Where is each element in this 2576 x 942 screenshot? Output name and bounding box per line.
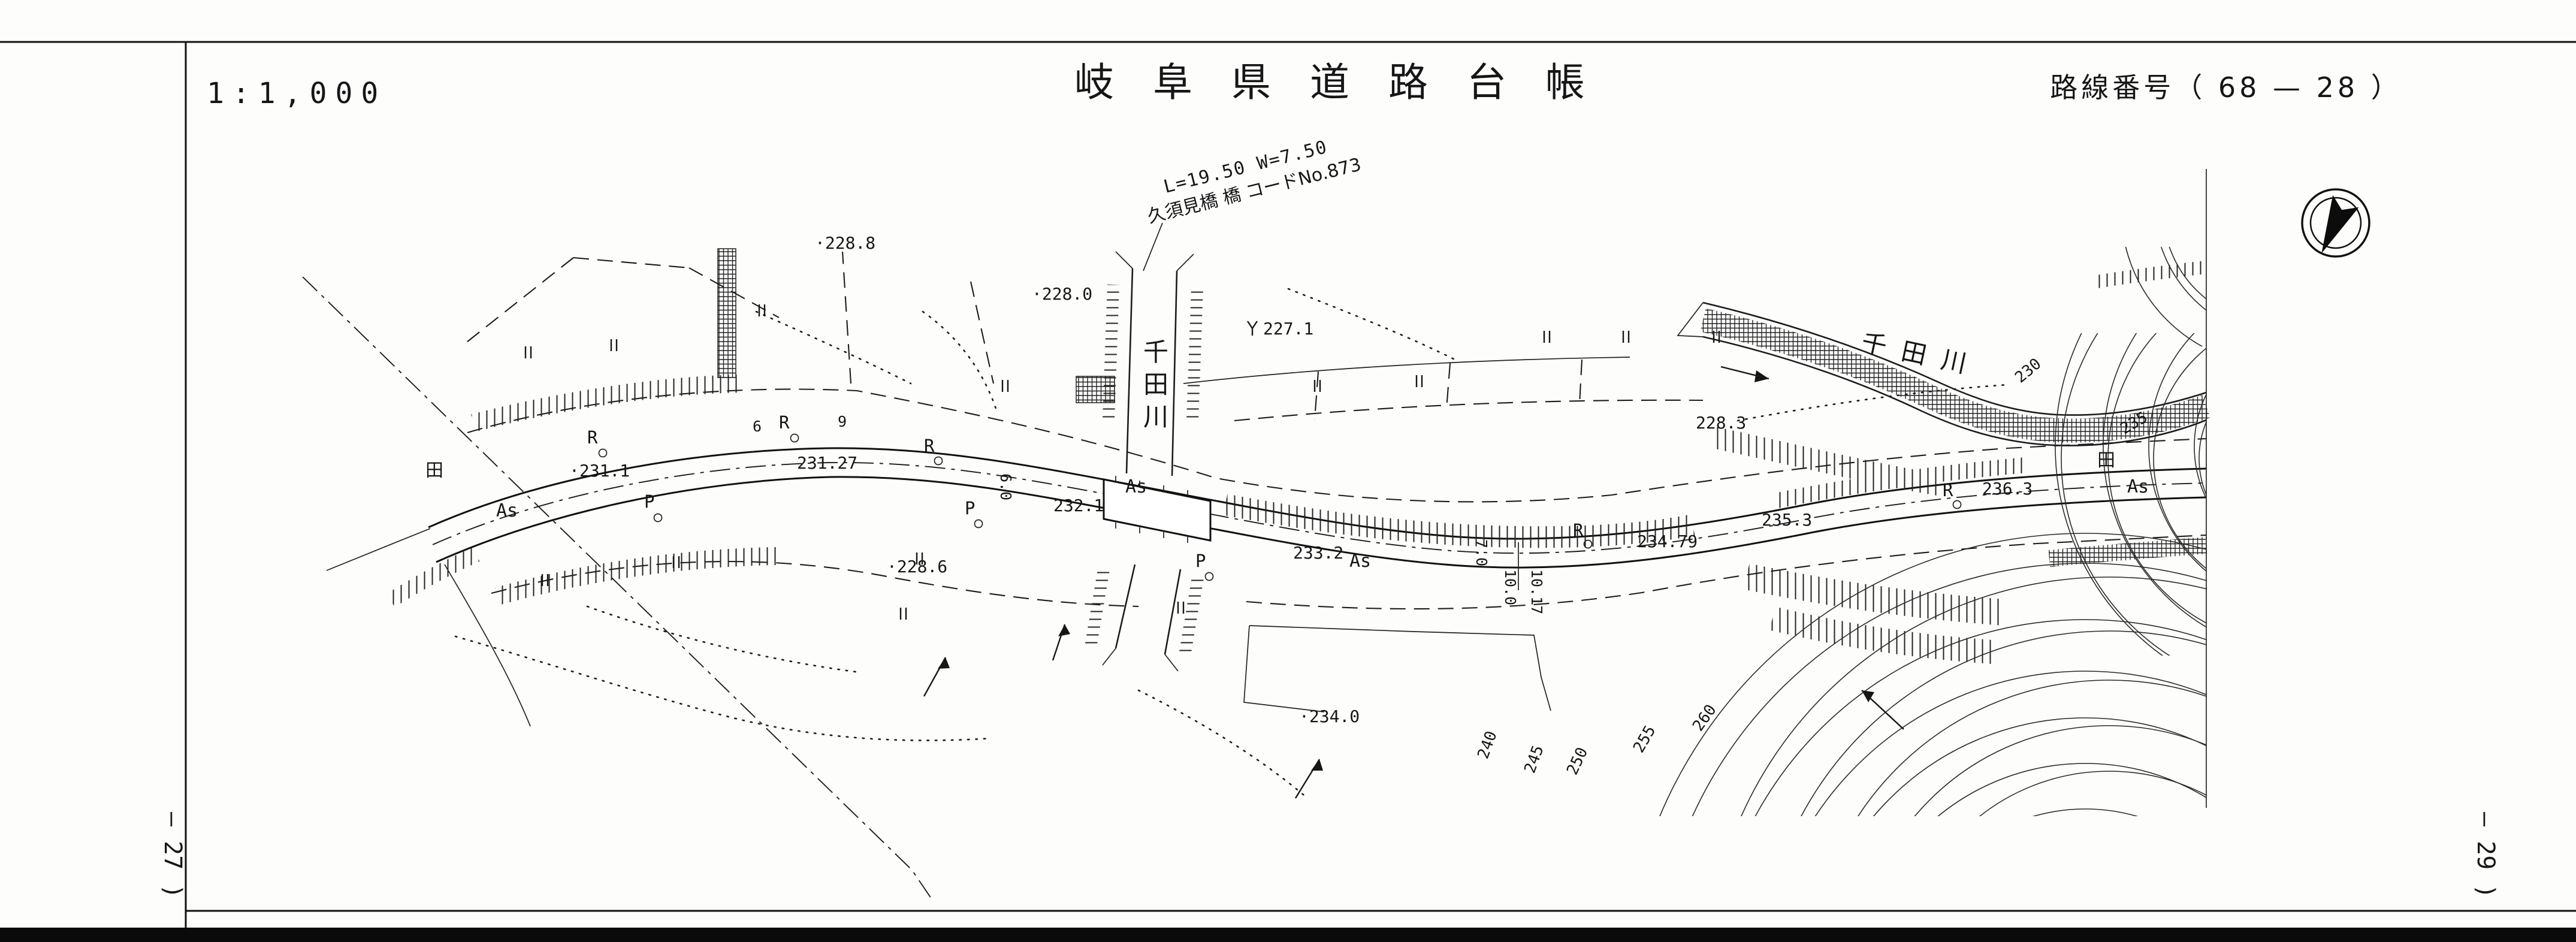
right-sheet-ref: — 29 ) [2472,812,2499,899]
contours-bottom-right [1659,533,2206,816]
river-center [1076,251,1204,672]
point-label-p: P [965,498,975,518]
surface-label-as: As [2127,476,2149,497]
width-dimension: 6 [753,418,762,435]
road-centerline [432,461,2207,554]
field-symbol-label: 田 [2097,450,2115,471]
point-label-r: R [1573,520,1584,541]
map-boundary-lines [302,169,2207,902]
contour-label: 250 [1563,745,1591,778]
benchmark-symbol [1247,321,1258,336]
point-circles [598,433,1962,581]
steps-symbol [717,248,736,378]
spot-height: 228.3 [1696,413,1746,433]
paddy-field-symbols [524,304,1720,620]
sheet-header: 1:1,000 岐 阜 県 道 路 台 帳 路線番号（ 68 — 28 ） [207,59,2402,110]
surface-label-as: As [496,500,518,521]
left-sheet-ref: — 27 ) [159,812,186,899]
spot-height: 232.1 [1053,496,1104,515]
point-label-r: R [1943,480,1953,500]
direction-arrows [923,366,1904,799]
point-label-r: R [924,436,935,456]
spot-height: 233.2 [1293,543,1343,563]
spot-height: 235.3 [1762,510,1812,530]
road [326,447,2207,727]
map-labels: L=19.50 W=7.50 久須見橋 橋 コードNo.873 千田川 千田川 … [425,137,2151,778]
surface-label-as: As [1349,551,1371,572]
river-right-channel [1677,301,2210,446]
point-label-p: P [1195,551,1206,571]
contour-label: 255 [1630,723,1659,756]
river-name-center: 千田川 [1140,339,1169,436]
spot-height: 234.79 [1637,532,1698,551]
width-dimension: 7.0 [1473,539,1490,566]
contours-mid-right [2055,333,2206,656]
map-scale-label: 1:1,000 [207,77,386,110]
spot-height: ·234.0 [1299,707,1360,726]
slope-hatching [386,248,2207,664]
spot-height: ·228.8 [815,233,875,253]
contour-label: 260 [1689,701,1720,735]
sheet-title: 岐 阜 県 道 路 台 帳 [1074,59,1598,105]
contour-label: 245 [1521,743,1547,775]
spot-height: 227.1 [1263,319,1313,339]
route-number-label: 路線番号（ 68 — 28 ） [2050,71,2402,104]
road-lower-edge [436,476,2207,569]
bridge [1103,222,1212,543]
width-dimension: 9 [838,413,847,430]
north-arrow-icon [2301,188,2370,258]
point-label-r: R [587,427,598,448]
map-drawing: L=19.50 W=7.50 久須見橋 橋 コードNo.873 千田川 千田川 … [302,137,2210,902]
spot-height: ·228.0 [1032,284,1092,304]
width-dimension: 10.0 [1502,569,1519,605]
field-symbol-label: 田 [425,460,443,481]
spot-height: ·228.6 [887,557,947,576]
width-dimension: 10.17 [1528,569,1545,614]
weir-symbol [1076,376,1115,403]
contour-label: 240 [1474,729,1500,761]
scan-edge-bar [0,928,2576,942]
sheet-frame [0,41,2576,942]
surface-label-as: As [1125,476,1147,497]
point-label-r: R [779,412,790,433]
bridge-note-leader [1143,222,1163,271]
spot-height: 231.27 [797,453,857,473]
adjoining-sheet-refs: — 27 ) — 29 ) [159,812,2499,899]
bridge-deck [1103,478,1212,542]
width-dimension: 6.0 [997,473,1014,500]
spot-height: 236.3 [1982,479,2033,499]
point-label-p: P [644,491,654,512]
spot-height: ·231.1 [569,461,630,481]
contour-label: 230 [2012,355,2045,387]
